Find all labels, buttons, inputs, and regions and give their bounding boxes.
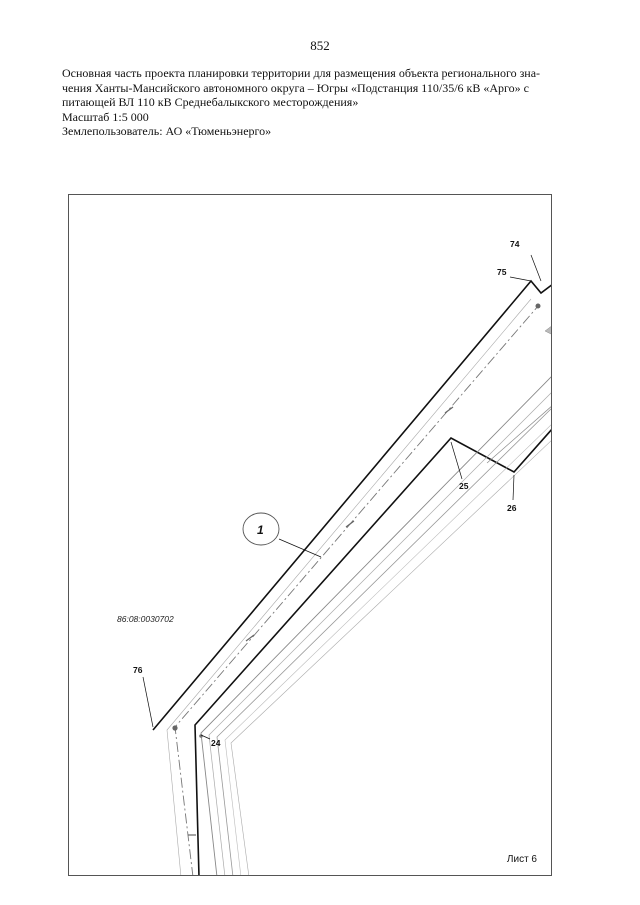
page-number: 852 [310, 38, 330, 53]
road-line-5 [230, 440, 551, 875]
header-line-1: Основная часть проекта планировки террит… [62, 66, 541, 80]
document-header: Основная часть проекта планировки террит… [62, 66, 582, 139]
road-line-2 [208, 392, 551, 875]
leader-callout-1 [278, 538, 322, 558]
road-line-1 [200, 376, 551, 875]
leader-25 [450, 441, 463, 480]
road-line-3 [216, 408, 551, 875]
leader-76 [142, 676, 154, 728]
tick-marker-1 [444, 406, 454, 414]
point-label-25: 25 [459, 481, 469, 491]
structure-marker [544, 326, 551, 335]
scale-text: Масштаб 1:5 000 [62, 109, 149, 124]
outer-boundary-line [152, 279, 551, 731]
point-label-26: 26 [507, 503, 517, 513]
callout-ellipse [242, 512, 280, 546]
map-frame: 74 75 25 26 76 24 86:08:0030702 1 Лист 6 [68, 194, 552, 876]
sheet-label: Лист 6 [506, 854, 537, 865]
leader-24 [200, 734, 211, 740]
leader-74 [530, 254, 542, 282]
cadastral-number: 86:08:0030702 [117, 614, 174, 624]
point-label-24: 24 [211, 738, 221, 748]
point-label-75: 75 [497, 267, 507, 277]
leader-26 [512, 474, 515, 501]
header-line-2: чения Ханты-Мансийского автономного окру… [62, 80, 529, 95]
point-label-74: 74 [510, 239, 520, 249]
planning-map: 74 75 25 26 76 24 86:08:0030702 1 [117, 239, 551, 875]
leader-75 [509, 276, 532, 282]
road-edge-line [486, 406, 551, 464]
tower-marker-inner [199, 734, 203, 738]
tick-marker-3 [245, 634, 255, 642]
tick-marker-2 [345, 520, 355, 528]
inner-boundary-line [194, 429, 551, 875]
point-label-76: 76 [133, 665, 143, 675]
callout-number: 1 [257, 523, 264, 537]
tower-marker-corner [172, 725, 178, 731]
gray-parallel-line [166, 298, 532, 875]
tower-marker-top [535, 303, 541, 309]
axis-line [174, 304, 540, 875]
road-line-4 [224, 424, 551, 875]
header-line-3: питающей ВЛ 110 кВ Среднебалыкского мест… [62, 95, 359, 109]
land-user-text: Землепользователь: АО «Тюменьэнерго» [62, 124, 272, 138]
